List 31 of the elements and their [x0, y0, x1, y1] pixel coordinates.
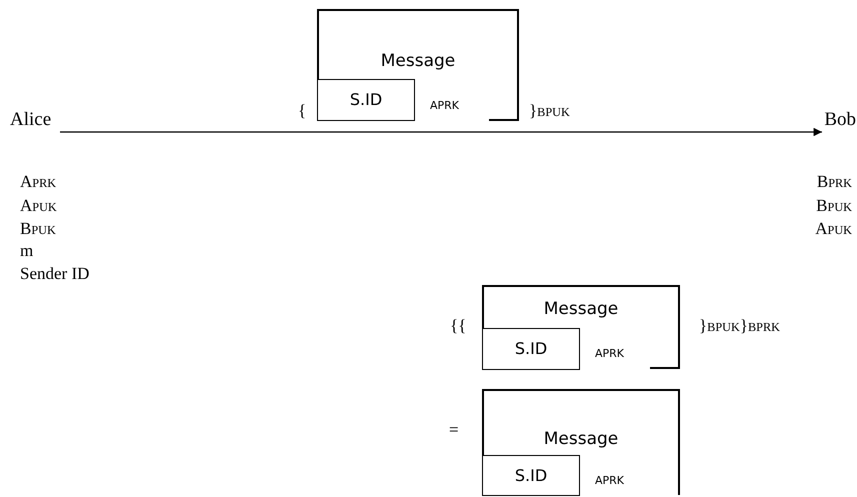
message-box — [482, 389, 680, 496]
key-label: APRK — [20, 172, 56, 193]
key-label: BPUK — [20, 219, 56, 240]
arrow — [60, 128, 822, 136]
message-box — [482, 285, 680, 369]
party-label: Alice — [10, 110, 60, 132]
key-subscript: APRK — [430, 99, 460, 112]
key-label: BPUK — [816, 196, 852, 217]
message-label: Message — [380, 51, 456, 71]
key-label: BPRK — [816, 172, 852, 193]
field-label: S.ID — [514, 339, 548, 358]
key-label: APUK — [20, 196, 57, 217]
note-text: m — [20, 241, 34, 261]
encryption-brace: }BPUK}BPRK — [699, 316, 780, 337]
sender-id-box — [482, 328, 580, 370]
encryption-brace: { — [298, 101, 306, 121]
message-box — [317, 9, 519, 121]
key-subscript: APRK — [595, 347, 624, 360]
sender-id-box — [317, 79, 415, 121]
key-label: APUK — [815, 219, 852, 240]
note-text: Sender ID — [20, 264, 90, 284]
note-text: = — [449, 420, 459, 440]
field-label: S.ID — [348, 90, 384, 109]
key-subscript: APRK — [595, 474, 624, 487]
field-label: S.ID — [514, 466, 548, 485]
message-label: Message — [542, 429, 620, 449]
encryption-brace: {{ — [450, 316, 466, 336]
encryption-brace: }BPUK — [529, 101, 570, 122]
sender-id-box — [482, 455, 580, 496]
message-label: Message — [542, 299, 620, 319]
party-label: Bob — [822, 110, 856, 132]
